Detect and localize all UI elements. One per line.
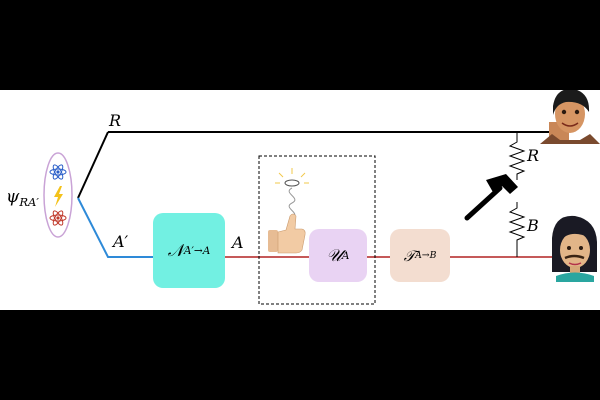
label-R-top: R xyxy=(109,111,122,130)
atom-icon xyxy=(49,164,67,180)
thumbs-up-icon xyxy=(268,213,306,254)
label-R-side: R xyxy=(527,146,540,165)
wire-source-to-R xyxy=(77,131,109,199)
label-A: A xyxy=(232,233,244,252)
spring-B xyxy=(508,202,526,257)
jasmine-avatar xyxy=(552,215,597,282)
dashed-region xyxy=(258,155,376,305)
spring-R xyxy=(508,132,526,180)
label-A-prime: A′ xyxy=(113,232,129,251)
aladdin-avatar xyxy=(540,90,600,144)
wire-A-prime xyxy=(77,197,155,258)
hammer-icon xyxy=(464,174,518,221)
source-state xyxy=(43,152,73,238)
diagram-canvas xyxy=(43,90,600,305)
atom-icon xyxy=(49,210,67,226)
coin-flip-illustration xyxy=(268,168,309,254)
lightning-icon xyxy=(54,186,63,207)
label-B-side: B xyxy=(527,216,539,235)
label-psi: ψRA′ xyxy=(6,187,39,210)
